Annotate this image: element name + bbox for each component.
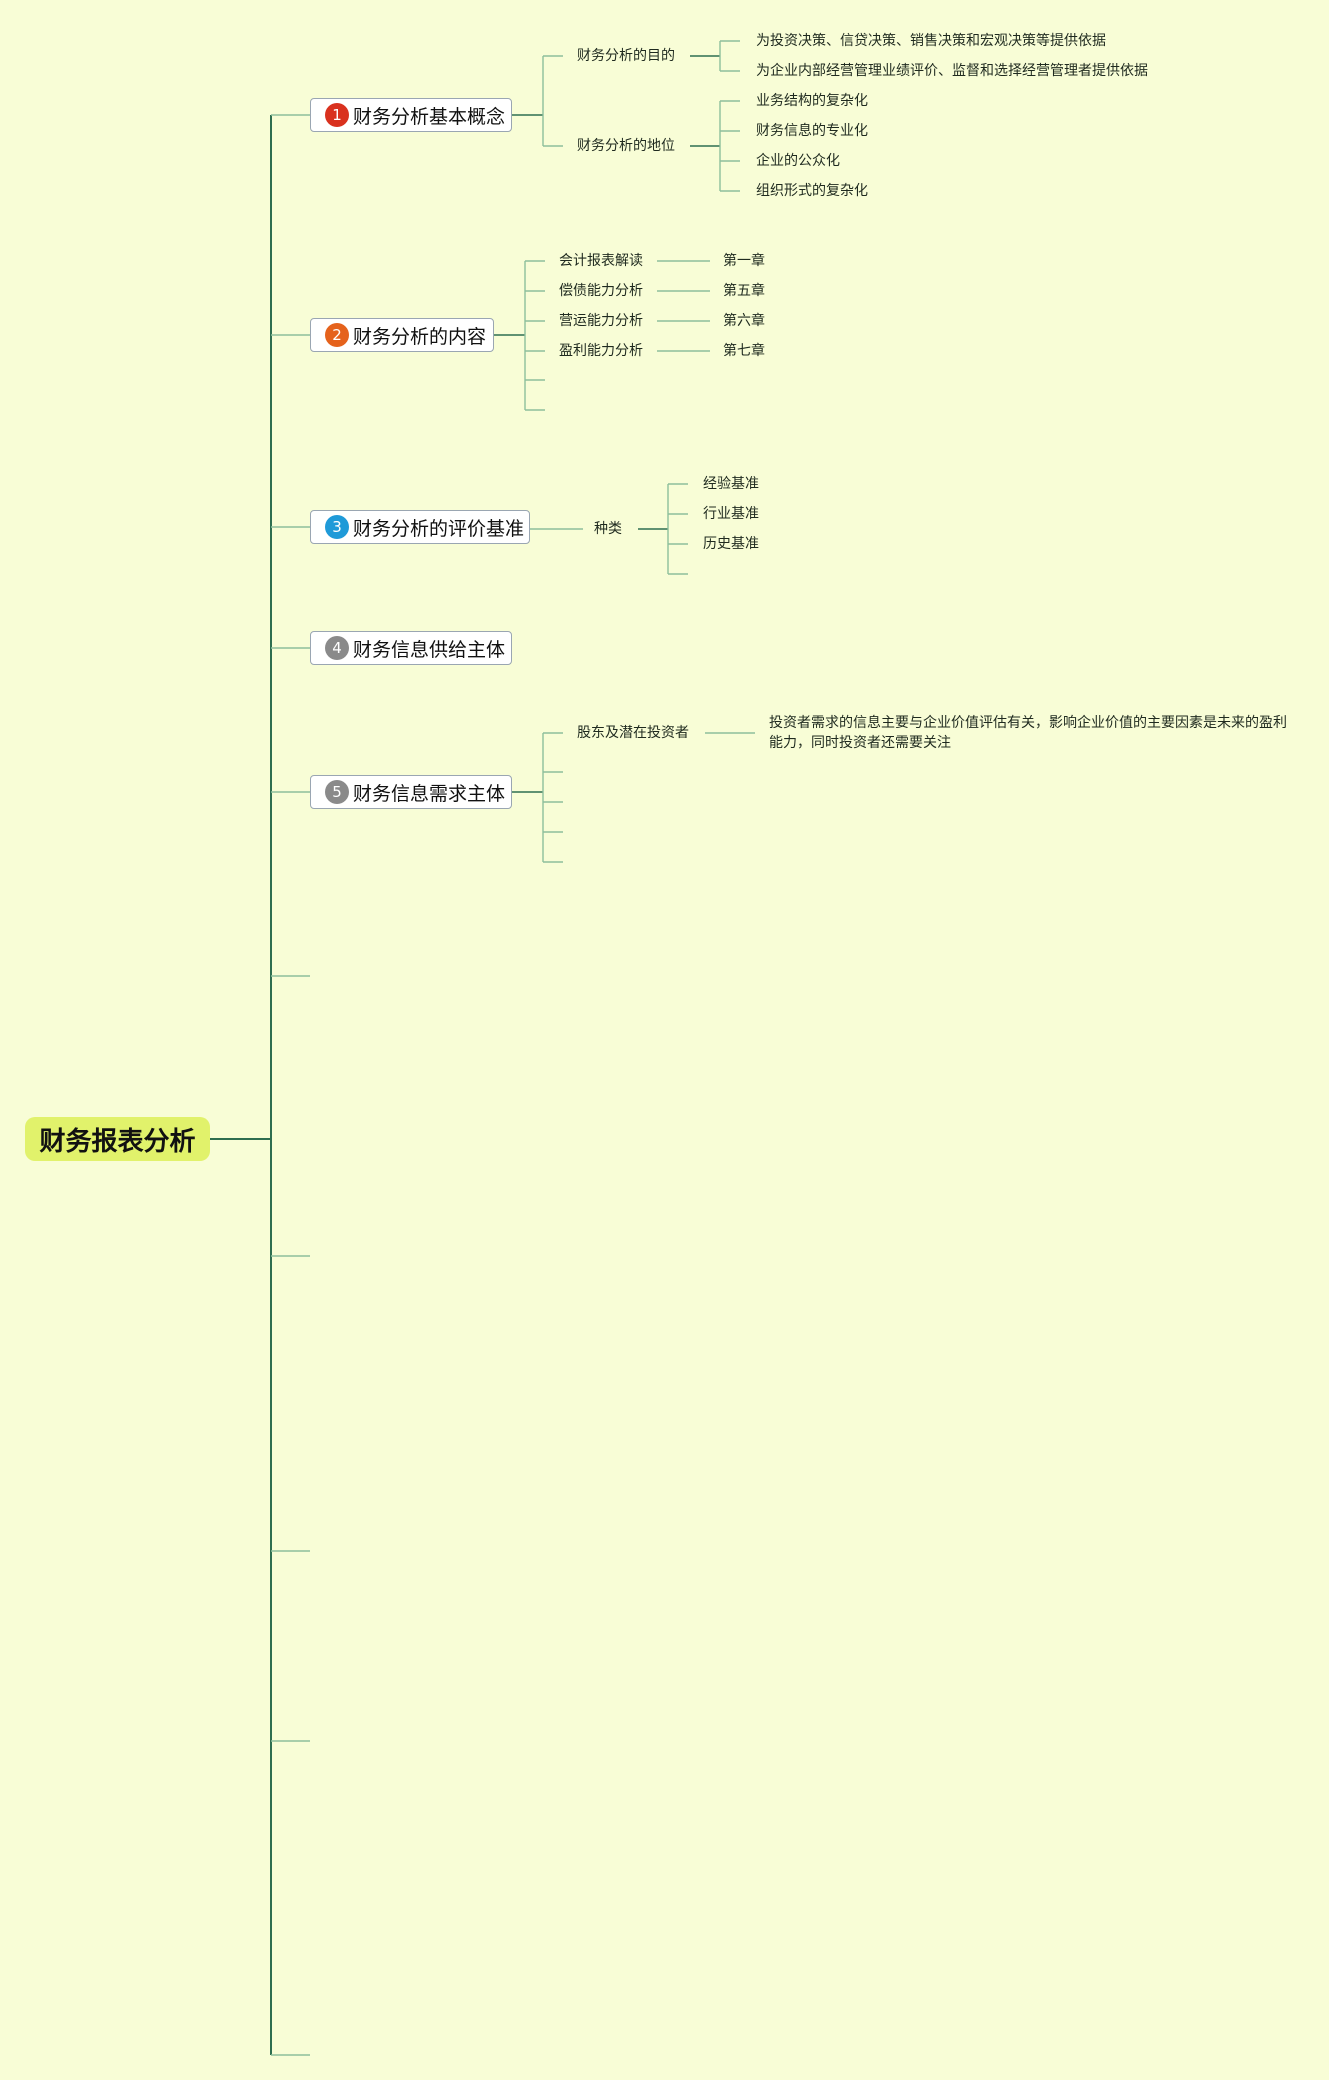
leaf-status-1[interactable]: 业务结构的复杂化 (756, 93, 868, 109)
leaf-purpose-2[interactable]: 为企业内部经营管理业绩评价、监督和选择经营管理者提供依据 (756, 63, 1148, 79)
leaf-status-2[interactable]: 财务信息的专业化 (756, 123, 868, 139)
number-badge-5-icon: 5 (325, 780, 349, 804)
topic-3[interactable]: 3 财务分析的评价基准 (310, 510, 530, 544)
leaf-status-3[interactable]: 企业的公众化 (756, 153, 840, 169)
leaf-chapter-7[interactable]: 第七章 (723, 343, 765, 359)
leaf-purpose-1[interactable]: 为投资决策、信贷决策、销售决策和宏观决策等提供依据 (756, 33, 1106, 49)
subtopic-profitability[interactable]: 盈利能力分析 (559, 343, 643, 359)
number-badge-3-icon: 3 (325, 515, 349, 539)
topic-4[interactable]: 4 财务信息供给主体 (310, 631, 512, 665)
leaf-investor-needs[interactable]: 投资者需求的信息主要与企业价值评估有关，影响企业价值的主要因素是未来的盈利能力，… (769, 715, 1287, 751)
topic-5[interactable]: 5 财务信息需求主体 (310, 775, 512, 809)
root-topic-label: 财务报表分析 (39, 1126, 196, 1157)
subtopic-status[interactable]: 财务分析的地位 (577, 138, 675, 154)
number-badge-4-icon: 4 (325, 636, 349, 660)
leaf-status-4[interactable]: 组织形式的复杂化 (756, 183, 868, 199)
subtopic-report-reading[interactable]: 会计报表解读 (559, 253, 643, 269)
subtopic-operating[interactable]: 营运能力分析 (559, 313, 643, 329)
leaf-chapter-1[interactable]: 第一章 (723, 253, 765, 269)
topic-2-label: 财务分析的内容 (353, 325, 487, 348)
subtopic-shareholders[interactable]: 股东及潜在投资者 (577, 725, 689, 741)
leaf-industry-benchmark[interactable]: 行业基准 (703, 506, 759, 522)
number-badge-1-icon: 1 (325, 103, 349, 127)
topic-1-label: 财务分析基本概念 (353, 105, 506, 128)
subtopic-types[interactable]: 种类 (594, 521, 622, 537)
subtopic-solvency[interactable]: 偿债能力分析 (559, 283, 643, 299)
topic-5-label: 财务信息需求主体 (353, 782, 506, 805)
topic-4-label: 财务信息供给主体 (353, 638, 506, 661)
subtopic-purpose[interactable]: 财务分析的目的 (577, 48, 675, 64)
topic-2[interactable]: 2 财务分析的内容 (310, 318, 494, 352)
leaf-historical-benchmark[interactable]: 历史基准 (703, 536, 759, 552)
leaf-experience-benchmark[interactable]: 经验基准 (703, 476, 759, 492)
leaf-chapter-6[interactable]: 第六章 (723, 313, 765, 329)
topic-3-label: 财务分析的评价基准 (353, 517, 525, 540)
number-badge-2-icon: 2 (325, 323, 349, 347)
topic-1[interactable]: 1 财务分析基本概念 (310, 98, 512, 132)
leaf-chapter-5[interactable]: 第五章 (723, 283, 765, 299)
root-topic[interactable]: 财务报表分析 (25, 1117, 210, 1161)
